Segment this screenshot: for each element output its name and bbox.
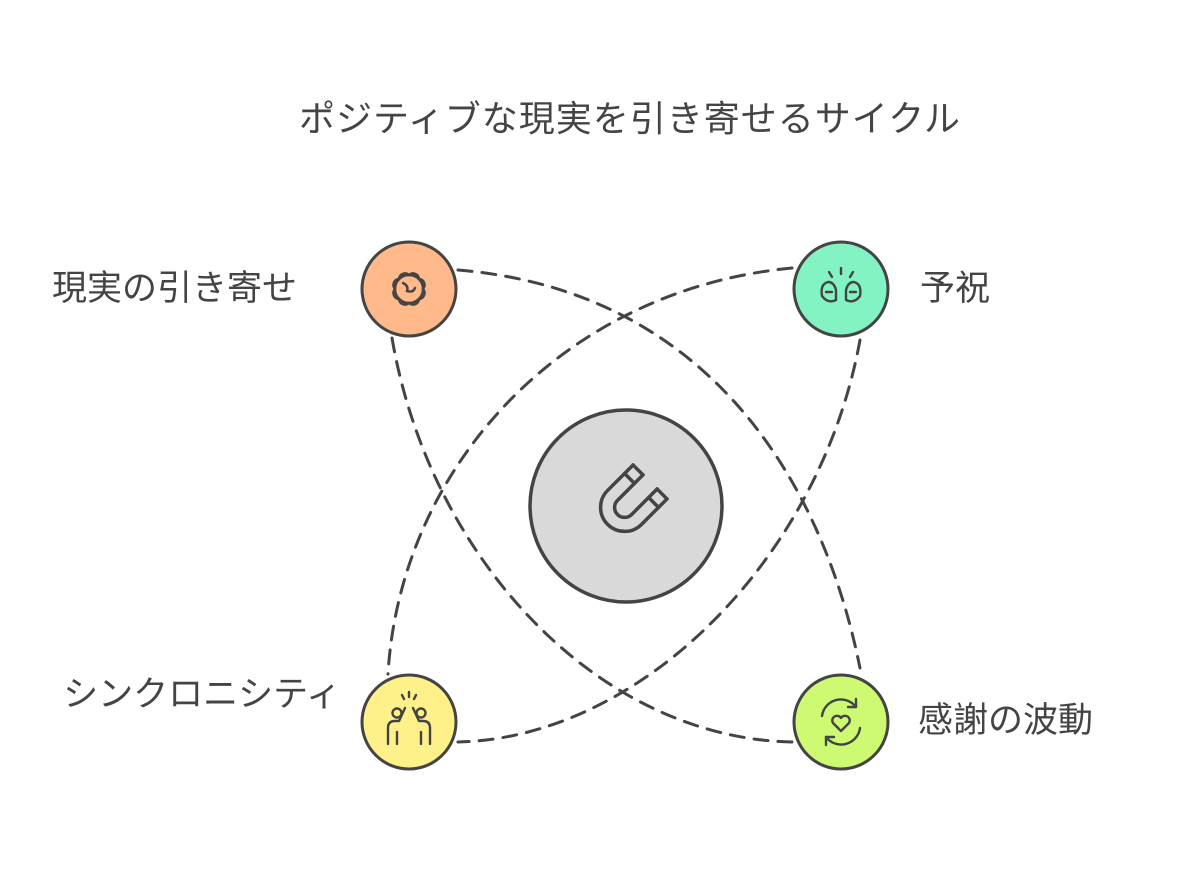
diagram-title: ポジティブな現実を引き寄せるサイクル [298,99,962,140]
label-bottom-left: シンクロニシティ [63,675,341,715]
node-top-left [360,240,458,338]
arc-top-right-to-bottom-left [386,266,794,676]
brain-icon [392,272,426,306]
arc-top-right-to-bottom-left-lower [456,338,862,744]
node-bottom-left [360,673,458,771]
center-node [528,408,724,604]
magnet-icon [598,463,669,534]
node-top-right [792,240,890,338]
node-bottom-right [792,673,890,771]
label-top-left: 現実の引き寄せ [52,269,298,309]
label-bottom-right: 感謝の波動 [918,701,1094,741]
arc-top-left-to-bottom-right [456,268,862,670]
label-top-right: 予祝 [920,269,991,309]
high-five-icon [386,690,432,746]
celebration-icon [820,266,862,303]
heart-cycle-icon [820,697,862,747]
arc-top-left-to-bottom-right-lower [390,336,797,744]
